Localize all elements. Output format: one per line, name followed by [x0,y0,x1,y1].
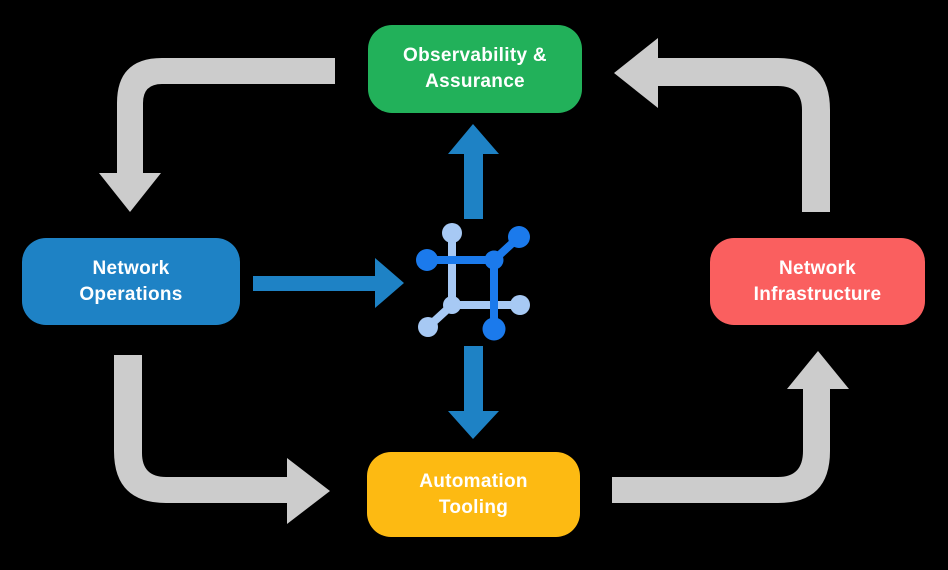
node-label-line: Operations [79,283,183,305]
arrow-operations-to-center [253,258,404,308]
node-network-infrastructure: Network Infrastructure [710,238,925,325]
mesh-dark-nodes [416,226,530,341]
node-label-line: Automation [419,470,528,492]
mesh-light-nodes [418,223,530,337]
node-label-line: Infrastructure [753,283,882,305]
arrow-automation-to-infrastructure [612,351,849,503]
node-label-line: Tooling [438,496,509,518]
node-network-operations: Network Operations [22,238,240,325]
arrow-center-to-observability [448,124,499,219]
node-label-line: Assurance [425,71,525,92]
arrow-infrastructure-to-observability [614,38,830,212]
node-observability-assurance: Observability & Assurance [368,25,582,113]
node-label-line: Observability & [403,45,547,66]
node-label-line: Network [778,257,857,279]
node-label-line: Network [92,257,170,279]
arrow-center-to-automation [448,346,499,439]
node-automation-tooling: Automation Tooling [367,452,580,537]
arrow-observability-to-operations [99,58,335,212]
arrow-operations-to-automation [114,355,330,524]
network-mesh-icon [416,223,530,341]
